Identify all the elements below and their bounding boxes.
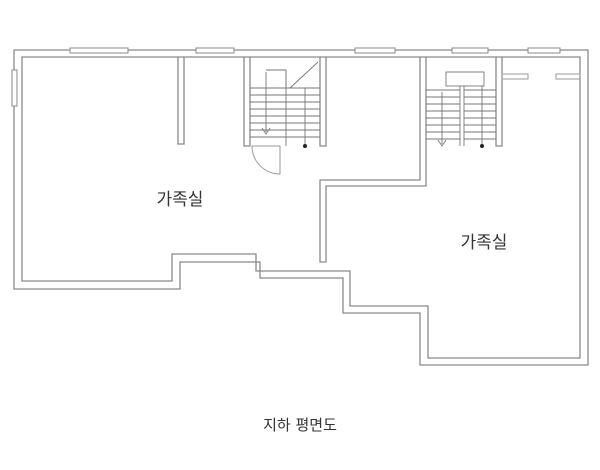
room-label-left: 가족실 bbox=[157, 190, 204, 210]
partition-main bbox=[319, 57, 427, 263]
window-5 bbox=[527, 47, 561, 54]
partition-stub bbox=[177, 57, 185, 145]
stair-2-dot bbox=[480, 144, 484, 148]
room-label-right: 가족실 bbox=[461, 233, 508, 253]
stair-enclosure-1 bbox=[243, 57, 327, 147]
outer-wall-inner bbox=[21, 56, 581, 359]
window-2 bbox=[195, 47, 235, 54]
window-left bbox=[11, 69, 18, 107]
window-1 bbox=[69, 47, 129, 54]
wall-stub-1 bbox=[501, 73, 529, 80]
door-swing bbox=[251, 145, 281, 175]
stair-1-dot bbox=[303, 144, 307, 148]
stair-2-treads bbox=[426, 71, 496, 147]
wall-stub-2 bbox=[555, 73, 581, 80]
stair-1-treads bbox=[250, 61, 320, 146]
window-3 bbox=[354, 47, 396, 54]
plan-caption: 지하 평면도 bbox=[263, 416, 337, 434]
stair-enclosure-2 bbox=[495, 57, 503, 147]
window-4 bbox=[451, 47, 489, 54]
outer-wall-outer bbox=[13, 49, 589, 366]
